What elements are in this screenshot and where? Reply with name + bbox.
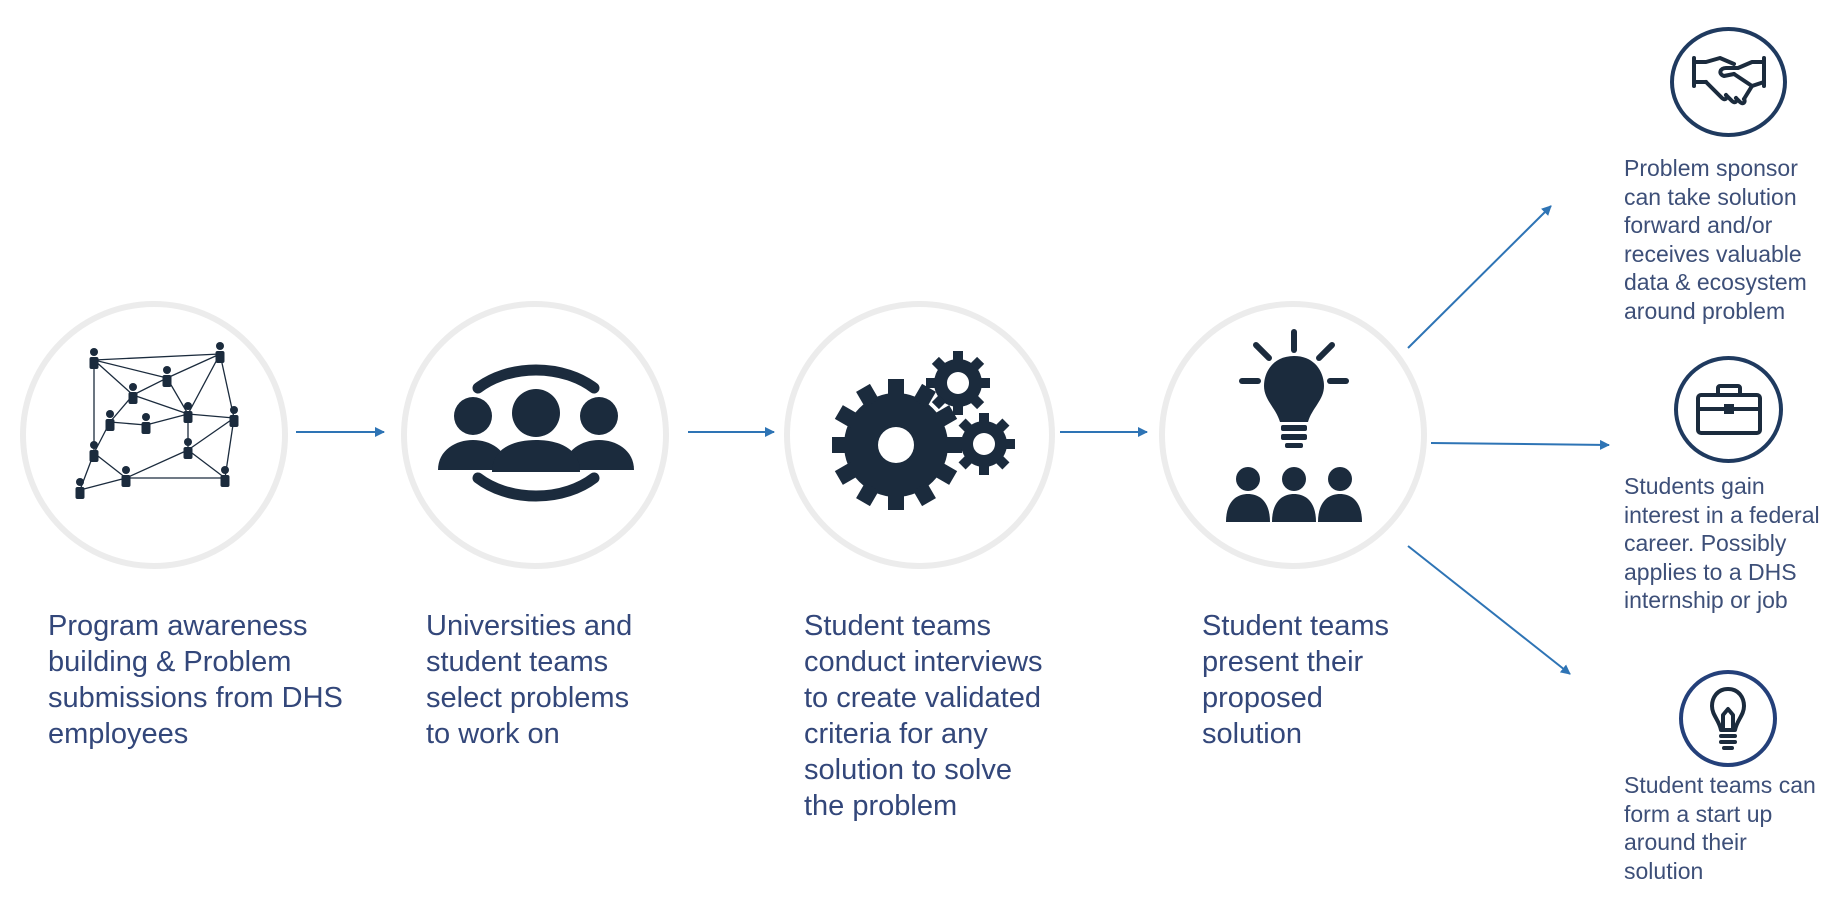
people-network-icon — [75, 342, 239, 499]
step-1-circle — [20, 301, 288, 569]
briefcase-icon — [1696, 384, 1762, 435]
handshake-icon — [1692, 56, 1766, 106]
step-4-text: Student teams present their proposed sol… — [1202, 610, 1389, 750]
step-1-text: Program awareness building & Problem sub… — [48, 610, 343, 750]
outcome-1-ring — [1670, 27, 1787, 137]
outcome-3-text: Student teams can form a start up around… — [1624, 772, 1816, 884]
arrow-to-outcome-1 — [1407, 205, 1552, 349]
arrow-to-outcome-3 — [1407, 545, 1571, 675]
arrow-to-outcome-2 — [1430, 439, 1610, 450]
lightbulb-icon — [1710, 687, 1746, 750]
outcome-1-text: Problem sponsor can take solution forwar… — [1624, 155, 1807, 324]
outcome-3-ring — [1679, 670, 1777, 767]
outcome-2-text: Students gain interest in a federal care… — [1624, 473, 1820, 613]
gears-icon — [832, 351, 1015, 510]
lightbulb-audience-icon — [1226, 329, 1362, 522]
step-3-text: Student teams conduct interviews to crea… — [804, 610, 1043, 822]
group-circle-icon — [438, 364, 634, 502]
step-2-text: Universities and student teams select pr… — [426, 610, 633, 750]
